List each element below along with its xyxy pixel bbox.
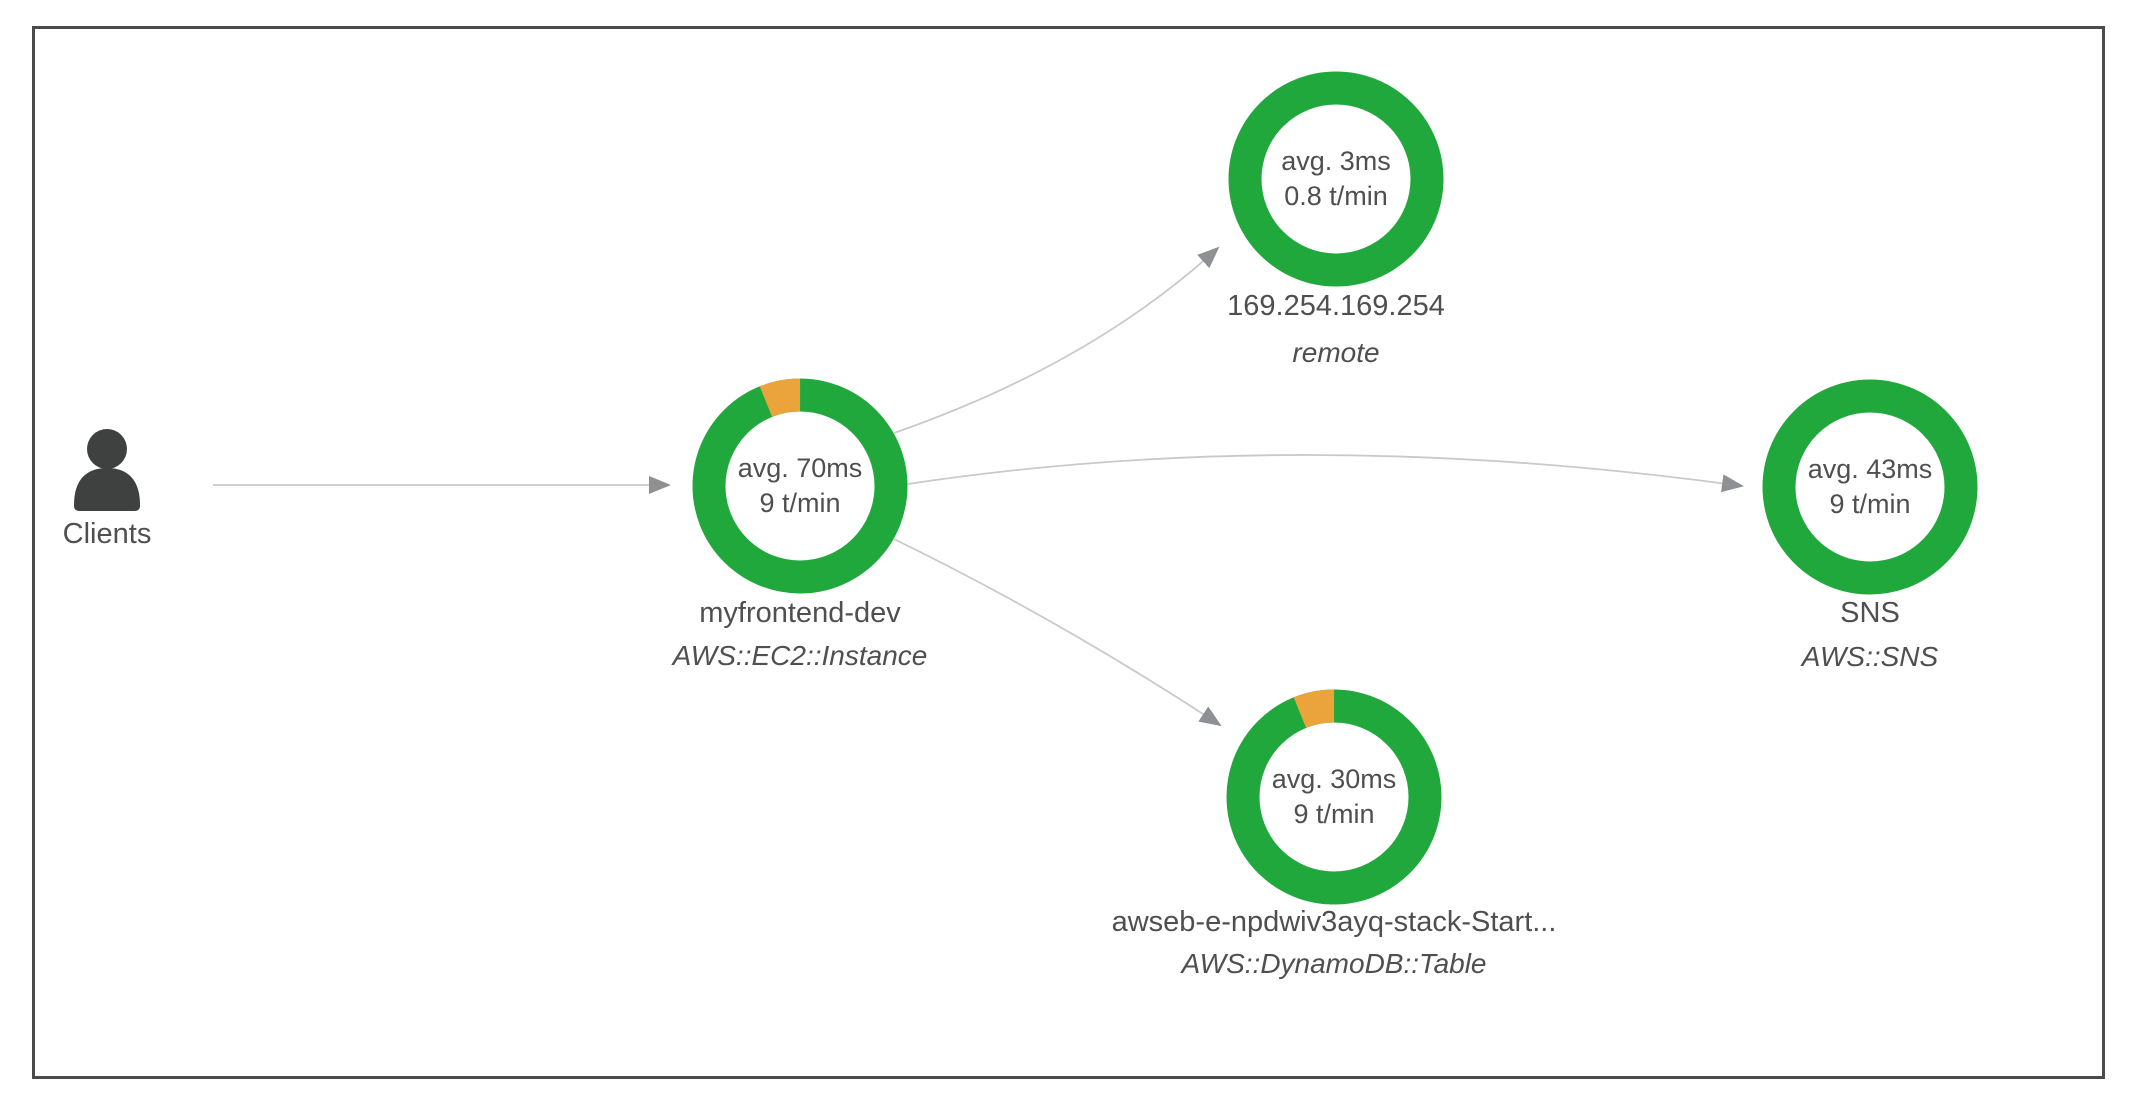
edges-layer bbox=[213, 246, 1744, 727]
remote-ring-healthy bbox=[1228, 71, 1444, 287]
person-icon bbox=[74, 429, 140, 511]
frontend-ring-warning bbox=[692, 378, 908, 594]
node-dynamodb[interactable]: avg. 30ms 9 t/min awseb-e-npdwiv3ayq-sta… bbox=[1112, 679, 1557, 979]
dynamodb-ring-healthy bbox=[1226, 689, 1442, 905]
sns-metric-rate: 9 t/min bbox=[1829, 489, 1910, 519]
dynamodb-name: awseb-e-npdwiv3ayq-stack-Start... bbox=[1112, 906, 1557, 938]
dynamodb-metric-latency: avg. 30ms bbox=[1272, 764, 1397, 794]
frame-border bbox=[32, 26, 2105, 1079]
remote-type: remote bbox=[1292, 337, 1379, 368]
edge-frontend-to-sns[interactable] bbox=[907, 454, 1744, 493]
sns-metric-latency: avg. 43ms bbox=[1808, 454, 1933, 484]
node-clients[interactable]: Clients bbox=[63, 429, 152, 550]
node-sns[interactable]: avg. 43ms 9 t/min SNS AWS::SNS bbox=[1762, 379, 1978, 672]
edge-frontend-to-remote[interactable] bbox=[893, 246, 1220, 434]
node-remote-endpoint[interactable]: avg. 3ms 0.8 t/min 169.254.169.254 remot… bbox=[1227, 71, 1445, 368]
person-icon-body bbox=[74, 468, 140, 511]
remote-name: 169.254.169.254 bbox=[1227, 290, 1445, 322]
sns-name: SNS bbox=[1840, 597, 1900, 629]
frontend-name: myfrontend-dev bbox=[699, 597, 901, 629]
remote-metric-rate: 0.8 t/min bbox=[1284, 181, 1388, 211]
frontend-metric-latency: avg. 70ms bbox=[738, 453, 863, 483]
clients-label: Clients bbox=[63, 518, 152, 550]
sns-ring-healthy bbox=[1762, 379, 1978, 595]
dynamodb-metric-rate: 9 t/min bbox=[1293, 799, 1374, 829]
edge-frontend-to-dynamodb[interactable] bbox=[893, 538, 1222, 727]
frontend-type: AWS::EC2::Instance bbox=[671, 640, 928, 671]
frontend-metric-rate: 9 t/min bbox=[759, 488, 840, 518]
dynamodb-type: AWS::DynamoDB::Table bbox=[1179, 948, 1486, 979]
person-icon-head bbox=[87, 429, 127, 469]
node-frontend[interactable]: avg. 70ms 9 t/min myfrontend-dev AWS::EC… bbox=[671, 368, 928, 671]
sns-type: AWS::SNS bbox=[1800, 641, 1939, 672]
remote-metric-latency: avg. 3ms bbox=[1281, 146, 1391, 176]
frontend-ring-healthy bbox=[692, 378, 908, 594]
